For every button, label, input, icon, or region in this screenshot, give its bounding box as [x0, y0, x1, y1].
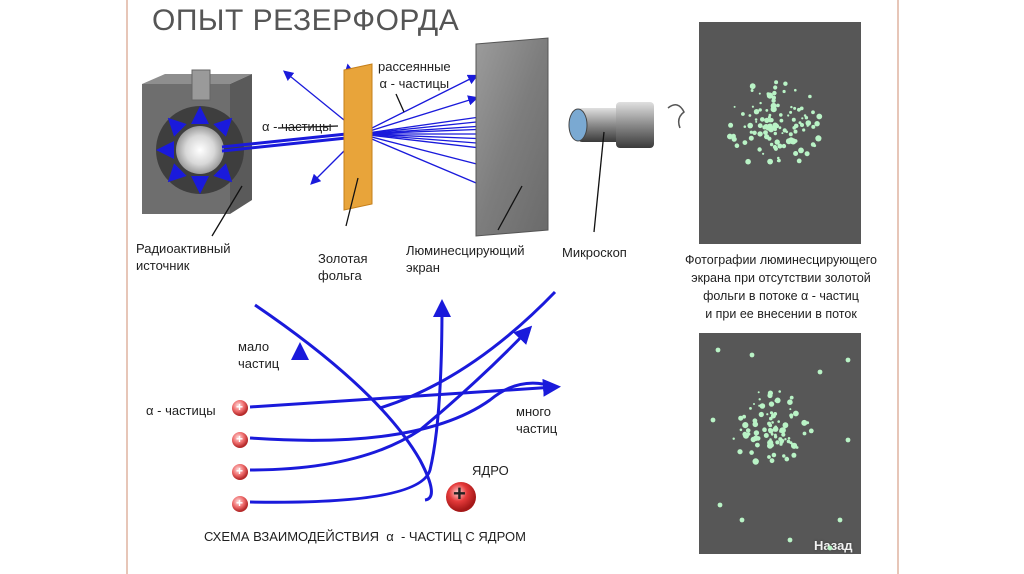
scheme-alpha-label: α - частицы: [146, 403, 216, 418]
nucleus: [446, 482, 476, 512]
luminescent-screen: [475, 37, 549, 237]
scattered-rays: [282, 63, 518, 190]
plus-sign: +: [236, 496, 244, 510]
screen-photo-before: [699, 22, 861, 244]
foil-label: Золотая фольга: [318, 251, 368, 283]
few-particles-label: мало частиц: [238, 339, 280, 371]
microscope-label: Микроскоп: [562, 245, 627, 260]
photos-caption: Фотографии люминесцирующего экрана при о…: [684, 253, 878, 321]
nucleus-label: ЯДРО: [472, 463, 509, 478]
screen-label: Люминесцирующий экран: [406, 243, 525, 275]
plus-sign: +: [236, 464, 244, 478]
microscope: [568, 102, 685, 148]
label-pointers: [211, 93, 605, 237]
page-title: ОПЫТ РЕЗЕРФОРДА: [152, 4, 460, 37]
interaction-scheme: [249, 290, 561, 504]
slide-border-left: [126, 0, 128, 574]
nucleus-plus-sign: +: [453, 481, 466, 506]
alpha-particles: [232, 400, 248, 512]
source-label: Радиоактивный источник: [136, 241, 231, 273]
many-particles-label: много частиц: [516, 404, 558, 436]
plus-sign: +: [236, 432, 244, 446]
radioactive-source: [142, 69, 252, 214]
alpha-beam: [221, 131, 357, 153]
slide-border-right: [897, 0, 899, 574]
alpha-beam-label: α - частицы: [262, 119, 332, 134]
plus-sign: +: [236, 400, 244, 414]
scheme-caption: СХЕМА ВЗАИМОДЕЙСТВИЯ α - ЧАСТИЦ С ЯДРОМ: [204, 529, 526, 544]
gold-foil: [343, 63, 373, 211]
scattered-label: рассеянные α - частицы: [378, 59, 451, 91]
back-button[interactable]: Назад: [814, 538, 853, 553]
screen-photo-after: [699, 333, 861, 554]
